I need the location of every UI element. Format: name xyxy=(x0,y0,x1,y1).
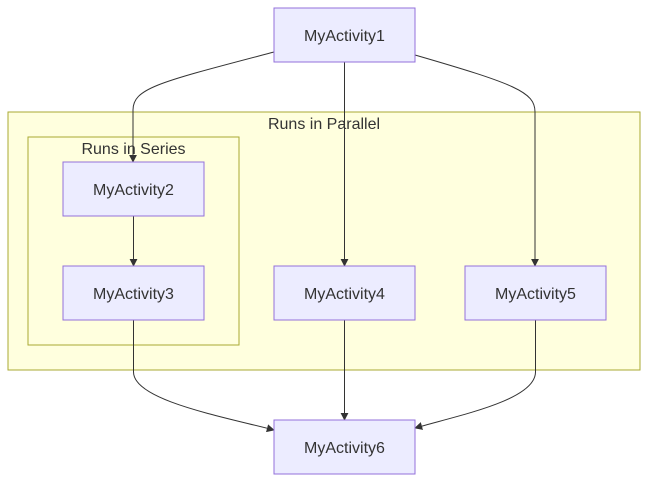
node-label: MyActivity6 xyxy=(304,440,385,457)
edge-a5-a6 xyxy=(414,320,536,430)
edge-a1-a5 xyxy=(414,54,539,267)
edges xyxy=(129,51,539,433)
cluster-label-parallel: Runs in Parallel xyxy=(268,116,380,133)
node-myactivity2[interactable]: MyActivity2 xyxy=(62,161,205,217)
node-label: MyActivity3 xyxy=(93,286,174,303)
node-label: MyActivity4 xyxy=(304,286,385,303)
node-myactivity6[interactable]: MyActivity6 xyxy=(273,419,416,475)
node-label: MyActivity5 xyxy=(495,286,576,303)
node-myactivity4[interactable]: MyActivity4 xyxy=(273,265,416,321)
node-label: MyActivity2 xyxy=(93,182,174,199)
edge-a3-a6 xyxy=(133,320,275,433)
node-myactivity3[interactable]: MyActivity3 xyxy=(62,265,205,321)
node-myactivity1[interactable]: MyActivity1 xyxy=(273,7,416,63)
edge-a1-a2 xyxy=(129,51,275,163)
node-myactivity5[interactable]: MyActivity5 xyxy=(464,265,607,321)
node-label: MyActivity1 xyxy=(304,28,385,45)
